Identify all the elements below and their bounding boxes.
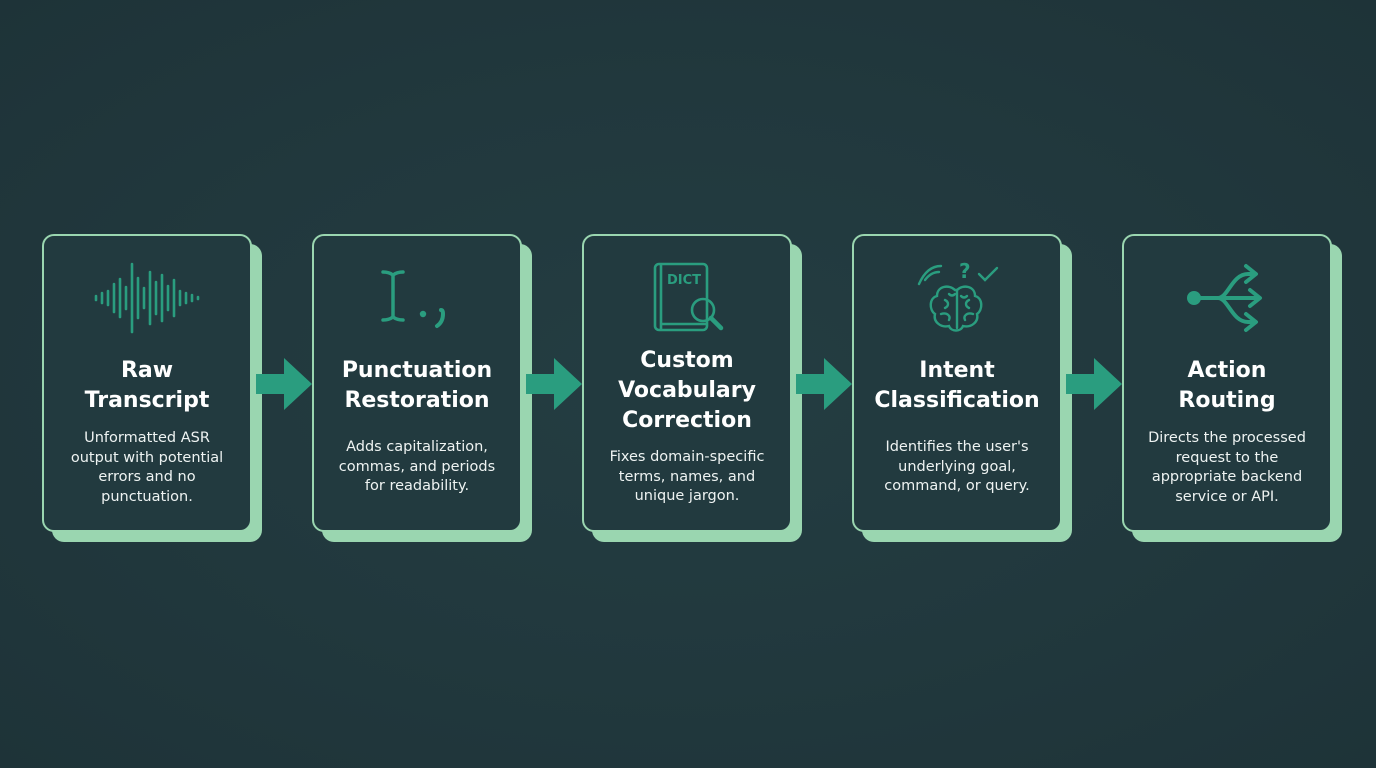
brain-question-check-icon: ? <box>854 256 1060 340</box>
step-title: Raw Transcript <box>84 358 210 413</box>
dict-label: DICT <box>667 273 701 288</box>
step-description: Directs the processed request to the app… <box>1148 430 1306 505</box>
text-cursor-comma-period-icon <box>314 266 520 330</box>
arrow-right-icon <box>256 358 312 414</box>
step-title: Action Routing <box>1178 358 1276 413</box>
step-description: Identifies the user's underlying goal, c… <box>884 439 1030 494</box>
step-description: Adds capitalization, commas, and periods… <box>338 439 496 494</box>
dictionary-magnifier-icon: DICT <box>584 258 790 338</box>
arrow-right-icon <box>526 358 582 414</box>
arrow-right-icon <box>1066 358 1122 414</box>
routing-split-arrows-icon <box>1124 258 1330 338</box>
step-action-routing: Action Routing Directs the processed req… <box>1122 234 1342 542</box>
step-raw-transcript: Raw Transcript Unformatted ASR output wi… <box>42 234 262 542</box>
step-punctuation-restoration: Punctuation Restoration Adds capitalizat… <box>312 234 532 542</box>
card: ? Intent Classification Identifies the u… <box>852 234 1062 532</box>
step-custom-vocabulary-correction: DICT Custom Vocabulary Correction Fixes … <box>582 234 802 542</box>
step-intent-classification: ? Intent Classification Identifies the u… <box>852 234 1072 542</box>
step-title: Custom Vocabulary Correction <box>618 348 756 433</box>
waveform-icon <box>44 258 250 338</box>
card: Punctuation Restoration Adds capitalizat… <box>312 234 522 532</box>
card: DICT Custom Vocabulary Correction Fixes … <box>582 234 792 532</box>
card: Raw Transcript Unformatted ASR output wi… <box>42 234 252 532</box>
card: Action Routing Directs the processed req… <box>1122 234 1332 532</box>
step-title: Punctuation Restoration <box>341 358 493 413</box>
step-description: Unformatted ASR output with potential er… <box>70 430 224 505</box>
question-mark-label: ? <box>959 259 971 283</box>
arrow-right-icon <box>796 358 852 414</box>
step-title: Intent Classification <box>874 358 1040 413</box>
step-description: Fixes domain-specific terms, names, and … <box>609 449 765 504</box>
